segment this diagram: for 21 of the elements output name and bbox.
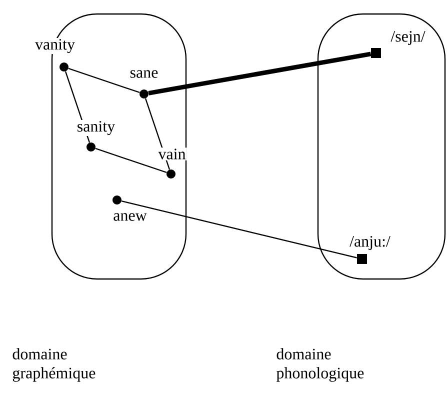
connector-line bbox=[95, 148, 167, 174]
connector-line bbox=[121, 200, 357, 258]
point-marker bbox=[140, 90, 148, 98]
connector-line bbox=[148, 52, 372, 96]
word-label: /anju:/ bbox=[348, 235, 392, 251]
point-marker bbox=[112, 196, 122, 204]
word-label: /sejn/ bbox=[390, 30, 426, 46]
word-label: vanity bbox=[34, 38, 76, 54]
word-label: anew bbox=[112, 212, 148, 222]
point-marker bbox=[357, 254, 367, 264]
point-marker bbox=[166, 169, 176, 178]
point-marker bbox=[371, 48, 381, 58]
word-label: sane bbox=[128, 69, 160, 79]
point-marker bbox=[86, 142, 96, 152]
word-label: vain bbox=[157, 148, 187, 160]
domain-caption: domaine graphémique bbox=[12, 348, 96, 382]
domain-box bbox=[317, 13, 446, 280]
word-label: sanity bbox=[76, 120, 116, 136]
domain-caption: domaine phonologique bbox=[276, 348, 364, 382]
point-marker bbox=[60, 62, 68, 72]
connector-line bbox=[68, 68, 140, 94]
